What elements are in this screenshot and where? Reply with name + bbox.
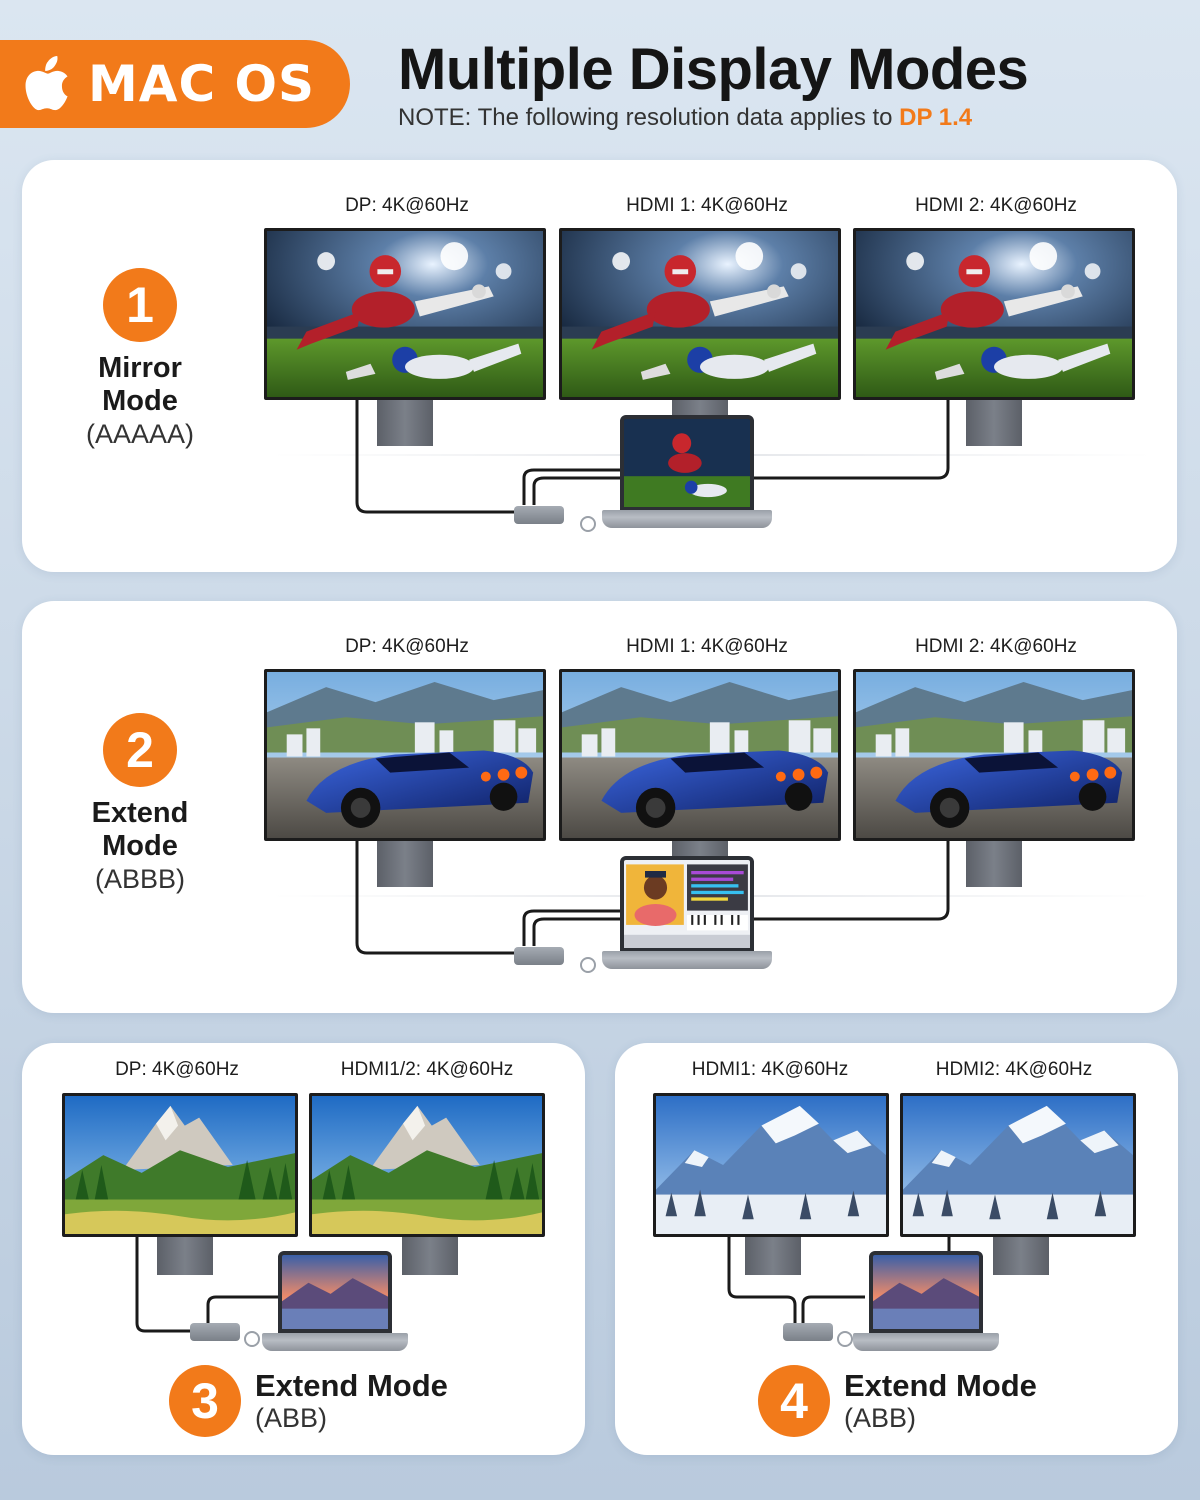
mode-name: Extend Mode xyxy=(844,1367,1037,1403)
monitor-stand xyxy=(157,1235,213,1275)
usb-c-hub xyxy=(783,1323,833,1341)
monitor-stand xyxy=(966,398,1022,446)
mode-pattern: (ABBB) xyxy=(94,864,186,894)
mode-name-line2: Mode xyxy=(102,385,178,417)
monitor-stand xyxy=(993,1235,1049,1275)
mode-pattern: (ABB) xyxy=(255,1402,328,1433)
apple-logo-icon xyxy=(25,56,68,111)
monitor-hdmi1 xyxy=(559,669,841,841)
hub-connector xyxy=(580,516,596,532)
monitor-hdmi xyxy=(309,1093,545,1237)
mode-pattern: (AAAAA) xyxy=(85,419,195,449)
mode-name-line2: Mode xyxy=(102,830,178,862)
mode-name-line1: Mirror xyxy=(98,352,182,384)
monitor-hdmi1 xyxy=(559,228,841,400)
extend-mode-abb-hdmi-panel: HDMI1: 4K@60Hz HDMI2: 4K@60Hz 4 Extend M… xyxy=(615,1043,1178,1455)
display-label-hdmi1: HDMI 1: 4K@60Hz xyxy=(626,636,788,657)
monitor-hdmi2 xyxy=(853,228,1135,400)
mac-os-badge: MAC OS xyxy=(0,40,350,128)
usb-c-hub xyxy=(514,506,564,524)
monitor-stand xyxy=(377,398,433,446)
laptop-base xyxy=(853,1333,999,1351)
monitor-stand xyxy=(377,839,433,887)
laptop-screen xyxy=(620,415,754,511)
display-label-hdmi1: HDMI1: 4K@60Hz xyxy=(691,1059,849,1080)
mirror-mode-panel: 1 Mirror Mode (AAAAA) DP: 4K@60Hz HDMI 1… xyxy=(22,160,1177,572)
hub-connector xyxy=(580,957,596,973)
monitor-stand xyxy=(966,839,1022,887)
monitor-dp xyxy=(264,669,546,841)
mode-name: Extend Mode xyxy=(255,1367,448,1403)
laptop-screen xyxy=(869,1251,983,1333)
laptop-screen xyxy=(278,1251,392,1333)
mode-name-line1: Extend xyxy=(91,797,189,829)
badge-text: MAC OS xyxy=(88,55,316,113)
mode-pattern: (ABB) xyxy=(844,1402,917,1433)
laptop-base xyxy=(602,510,772,528)
mode-label: 1 Mirror Mode (AAAAA) xyxy=(40,268,240,450)
monitor-hdmi1 xyxy=(653,1093,889,1237)
display-label-dp: DP: 4K@60Hz xyxy=(115,1059,239,1080)
display-label-hdmi: HDMI1/2: 4K@60Hz xyxy=(340,1059,514,1080)
hub-connector xyxy=(244,1331,260,1347)
mode-number-badge: 3 xyxy=(169,1365,241,1437)
usb-c-hub xyxy=(514,947,564,965)
extend-mode-abb-dp-panel: DP: 4K@60Hz HDMI1/2: 4K@60Hz 3 Extend Mo… xyxy=(22,1043,585,1455)
mode-number-badge: 2 xyxy=(103,713,177,787)
note-text: NOTE: The following resolution data appl… xyxy=(398,104,900,131)
mode-number-badge: 4 xyxy=(758,1365,830,1437)
resolution-note: NOTE: The following resolution data appl… xyxy=(398,104,972,132)
extend-mode-panel: 2 Extend Mode (ABBB) DP: 4K@60Hz HDMI 1:… xyxy=(22,601,1177,1013)
laptop-base xyxy=(602,951,772,969)
display-label-dp: DP: 4K@60Hz xyxy=(345,636,469,657)
monitor-dp xyxy=(264,228,546,400)
mode-label: 3 Extend Mode (ABB) xyxy=(169,1365,448,1437)
display-label-hdmi2: HDMI 2: 4K@60Hz xyxy=(915,195,1077,216)
page-title: Multiple Display Modes xyxy=(398,37,1029,102)
note-highlight: DP 1.4 xyxy=(899,104,973,131)
hub-connector xyxy=(837,1331,853,1347)
monitor-stand xyxy=(745,1235,801,1275)
laptop-base xyxy=(262,1333,408,1351)
laptop-screen xyxy=(620,856,754,952)
monitor-stand xyxy=(402,1235,458,1275)
display-label-hdmi2: HDMI2: 4K@60Hz xyxy=(935,1059,1093,1080)
monitor-hdmi2 xyxy=(853,669,1135,841)
display-label-dp: DP: 4K@60Hz xyxy=(345,195,469,216)
usb-c-hub xyxy=(190,1323,240,1341)
monitor-hdmi2 xyxy=(900,1093,1136,1237)
mode-number-badge: 1 xyxy=(103,268,177,342)
monitor-dp xyxy=(62,1093,298,1237)
display-label-hdmi1: HDMI 1: 4K@60Hz xyxy=(626,195,788,216)
mode-label: 2 Extend Mode (ABBB) xyxy=(40,713,240,895)
display-label-hdmi2: HDMI 2: 4K@60Hz xyxy=(915,636,1077,657)
mode-label: 4 Extend Mode (ABB) xyxy=(758,1365,1037,1437)
